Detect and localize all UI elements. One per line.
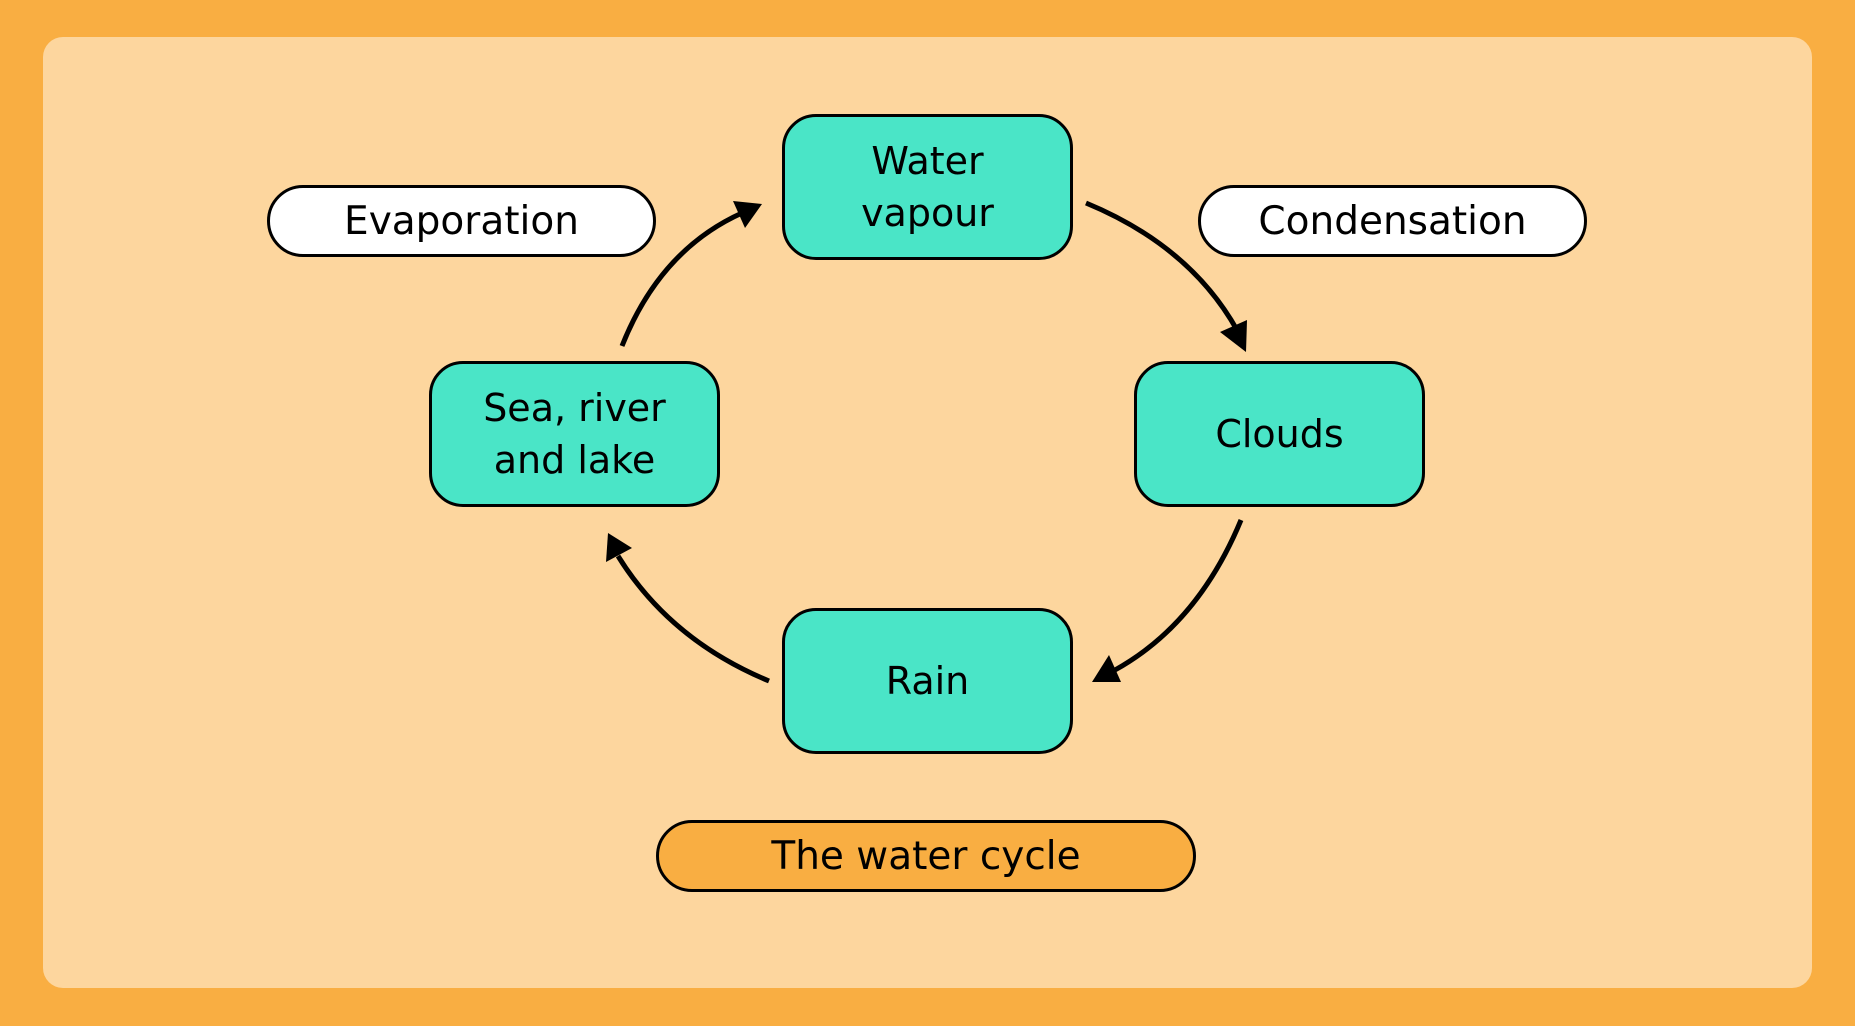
label-condensation-text: Condensation xyxy=(1258,198,1527,244)
arrowhead-rain-to-sea xyxy=(606,533,632,562)
arrowhead-vapour-to-clouds xyxy=(1220,320,1247,352)
node-clouds-label: Clouds xyxy=(1215,412,1344,456)
node-sea-label: Sea, river and lake xyxy=(483,386,666,482)
arrowhead-clouds-to-rain xyxy=(1092,655,1121,682)
diagram-title: The water cycle xyxy=(656,820,1196,892)
arrow-clouds-to-rain xyxy=(1113,519,1244,673)
arrow-sea-to-vapour xyxy=(619,210,744,347)
arrow-vapour-to-clouds xyxy=(1085,200,1240,332)
node-rain: Rain xyxy=(782,608,1073,754)
label-condensation: Condensation xyxy=(1198,185,1587,257)
node-sea-river-lake: Sea, river and lake xyxy=(429,361,720,507)
label-evaporation-text: Evaporation xyxy=(344,198,579,244)
arrow-rain-to-sea xyxy=(615,554,770,684)
node-water-vapour: Water vapour xyxy=(782,114,1073,260)
node-rain-label: Rain xyxy=(885,659,970,703)
node-clouds: Clouds xyxy=(1134,361,1425,507)
arrowhead-sea-to-vapour xyxy=(733,201,762,228)
label-evaporation: Evaporation xyxy=(267,185,656,257)
diagram-title-text: The water cycle xyxy=(771,833,1081,879)
node-water-vapour-label: Water vapour xyxy=(861,139,994,235)
